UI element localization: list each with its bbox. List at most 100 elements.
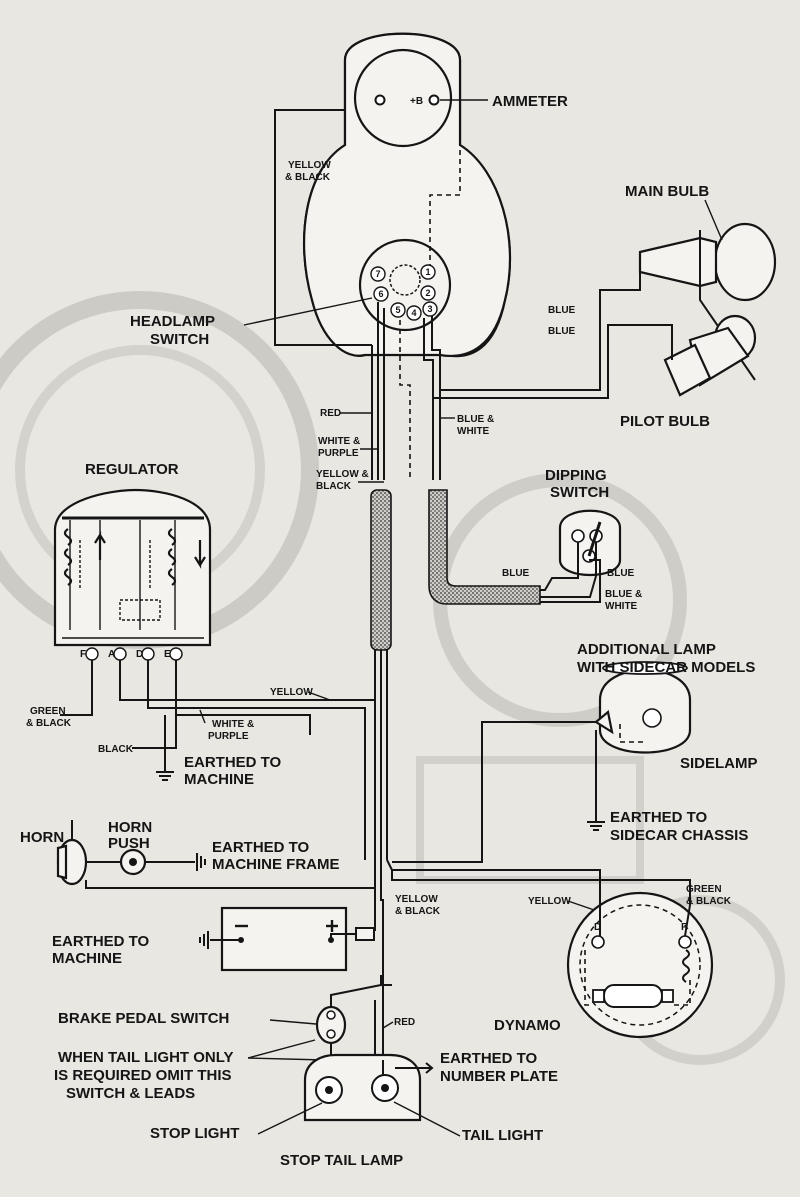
earth-icon (156, 765, 174, 781)
white-purple-mid-label-2: PURPLE (208, 731, 249, 742)
regulator-terminal-f: F (80, 649, 86, 660)
dip-wire-1 (540, 542, 579, 591)
yellow-black-mid-label-2: BLACK (316, 481, 352, 492)
earthed-sidecar-label-1: EARTHED TO (610, 809, 708, 826)
dynamo-label: DYNAMO (494, 1017, 561, 1034)
regulator-icon (53, 488, 212, 661)
blue-left-label: BLUE (502, 568, 530, 579)
blue-label-2: BLUE (548, 326, 576, 337)
green-black-left-label-2: & BLACK (26, 718, 72, 729)
red-top-label: RED (320, 408, 341, 419)
dynamo-f-wire (684, 904, 691, 937)
yellow-mid-label: YELLOW (270, 687, 313, 698)
dynamo-icon (566, 891, 714, 1039)
earth-icon (199, 931, 209, 949)
horn-icon (56, 838, 88, 886)
regulator-label: REGULATOR (85, 461, 179, 478)
switch-terminal-7: 7 (375, 269, 380, 279)
stop-light-label: STOP LIGHT (150, 1125, 239, 1142)
white-purple-mid-label-1: WHITE & (212, 719, 254, 730)
blue-white-top-label-1: BLUE & (457, 414, 494, 425)
ammeter-icon: +B (353, 48, 488, 148)
red-low-label: RED (394, 1017, 415, 1028)
yellow-black-mid-label-1: YELLOW & (316, 469, 369, 480)
blue-wire-pilot (433, 324, 673, 399)
bulb-icon (638, 222, 777, 397)
regulator-wiring (60, 660, 375, 860)
brake-switch-feed (330, 975, 392, 1008)
switch-terminal-3: 3 (427, 304, 432, 314)
blue-label-1: BLUE (548, 305, 576, 316)
horn-label: HORN (20, 829, 64, 846)
headlamp-switch-leader (243, 297, 373, 326)
earthed-sidecar-label-2: SIDECAR CHASSIS (610, 827, 748, 844)
dip-wire-3 (540, 559, 601, 603)
yellow-black-low-label-2: & BLACK (395, 906, 441, 917)
yellow-black-top-label-2: & BLACK (285, 172, 331, 183)
switch-terminal-1: 1 (425, 267, 430, 277)
brake-pedal-switch-label: BRAKE PEDAL SWITCH (58, 1010, 229, 1027)
sidelamp-icon (594, 661, 692, 754)
dipping-switch-icon (558, 509, 622, 577)
brake-switch-icon (315, 1005, 347, 1045)
additional-lamp-label-2: WITH SIDECAR MODELS (577, 659, 755, 676)
dipping-switch-label-2: SWITCH (550, 484, 609, 501)
switch-terminal-4: 4 (411, 308, 416, 318)
green-black-dynamo-label-1: GREEN (686, 884, 722, 895)
earthed-machine-1-label-1: EARTHED TO (184, 754, 282, 771)
yellow-black-top-label-1: YELLOW (288, 160, 331, 171)
dynamo-terminal-d: D (594, 922, 601, 933)
ammeter-terminal-label: +B (410, 96, 423, 107)
blue-wire-main (440, 264, 641, 391)
blue-white-dip-label-1: BLUE & (605, 589, 642, 600)
main-bulb-label: MAIN BULB (625, 183, 709, 200)
tail-light-label: TAIL LIGHT (462, 1127, 543, 1144)
battery-positive-wire (330, 933, 356, 940)
headlamp-switch-icon: 7 1 6 2 5 4 3 (358, 238, 452, 332)
dipping-switch-label-1: DIPPING (545, 467, 607, 484)
green-black-dynamo-label-2: & BLACK (686, 896, 732, 907)
stop-tail-lamp-icon (303, 1053, 422, 1122)
lower-loom (368, 859, 691, 1060)
sidelamp-label: SIDELAMP (680, 755, 758, 772)
tail-light-note-line-3: SWITCH & LEADS (66, 1085, 195, 1102)
loom-sleeve-dip (428, 489, 541, 605)
regulator-terminal-d: D (136, 649, 143, 660)
horn-push-label-1: HORN (108, 819, 152, 836)
yellow-dynamo-label: YELLOW (528, 896, 571, 907)
headlamp-shell (303, 32, 512, 358)
shell-wires (274, 105, 461, 480)
earthed-number-plate-label-2: NUMBER PLATE (440, 1068, 558, 1085)
regulator-terminal-a: A (108, 649, 115, 660)
green-black-left-label-1: GREEN (30, 706, 66, 717)
white-purple-top-label-2: PURPLE (318, 448, 359, 459)
horn-push-label-2: PUSH (108, 835, 150, 852)
sidelamp-feed-wire (392, 721, 596, 863)
yellow-black-low-label-1: YELLOW (395, 894, 438, 905)
additional-lamp-label-1: ADDITIONAL LAMP (577, 641, 716, 658)
white-purple-top-label-1: WHITE & (318, 436, 360, 447)
switch-terminal-5: 5 (395, 305, 400, 315)
dynamo-terminal-f: F (681, 922, 687, 933)
stop-tail-lamp-label: STOP TAIL LAMP (280, 1152, 403, 1169)
regulator-terminal-e: E (164, 649, 171, 660)
switch-terminal-6: 6 (378, 289, 383, 299)
black-label: BLACK (98, 744, 134, 755)
blue-white-dip-label-2: WHITE (605, 601, 638, 612)
earthed-number-plate-label-1: EARTHED TO (440, 1050, 538, 1067)
earthed-frame-label-2: MACHINE FRAME (212, 856, 340, 873)
battery-icon (220, 906, 375, 972)
blue-right-label: BLUE (607, 568, 635, 579)
pilot-bulb-label: PILOT BULB (620, 413, 710, 430)
earth-icon (196, 853, 206, 871)
earth-icon (587, 821, 605, 831)
horn-push-icon (119, 848, 147, 876)
switch-terminal-2: 2 (425, 288, 430, 298)
earthed-machine-2-label-1: EARTHED TO (52, 933, 150, 950)
loom-sleeve-main (370, 489, 392, 651)
tail-light-note-line-1: WHEN TAIL LIGHT ONLY (58, 1049, 234, 1066)
headlamp-switch-label-2: SWITCH (150, 331, 209, 348)
main-loom (374, 650, 388, 860)
ammeter-label: AMMETER (492, 93, 568, 110)
